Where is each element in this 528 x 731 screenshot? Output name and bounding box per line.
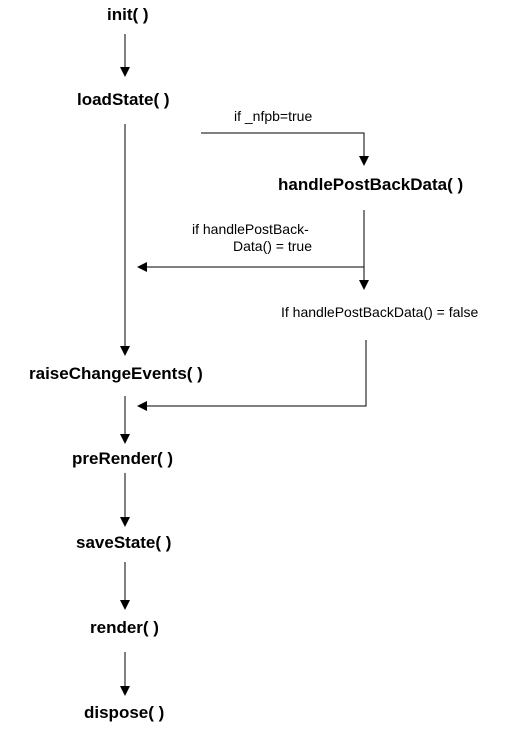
arrow-false-branch-to-main [137, 340, 367, 411]
condition-handle-false: If handlePostBackData() = false [281, 304, 479, 320]
condition-handle-true-line1: if handlePostBack- [192, 221, 309, 237]
node-load-state: loadState( ) [77, 90, 170, 109]
condition-handle-true-line2: Data() = true [233, 238, 312, 254]
condition-nfpb-true: if _nfpb=true [234, 108, 313, 124]
node-pre-render: preRender( ) [72, 449, 174, 468]
node-render: render( ) [90, 618, 159, 637]
node-init: init( ) [107, 5, 149, 24]
node-dispose: dispose( ) [84, 703, 165, 722]
node-handle-post-back-data: handlePostBackData( ) [278, 175, 464, 194]
node-raise-change-events: raiseChangeEvents( ) [29, 364, 203, 383]
node-save-state: saveState( ) [76, 533, 172, 552]
arrow-loadstate-to-handlepostbackdata [201, 132, 369, 166]
